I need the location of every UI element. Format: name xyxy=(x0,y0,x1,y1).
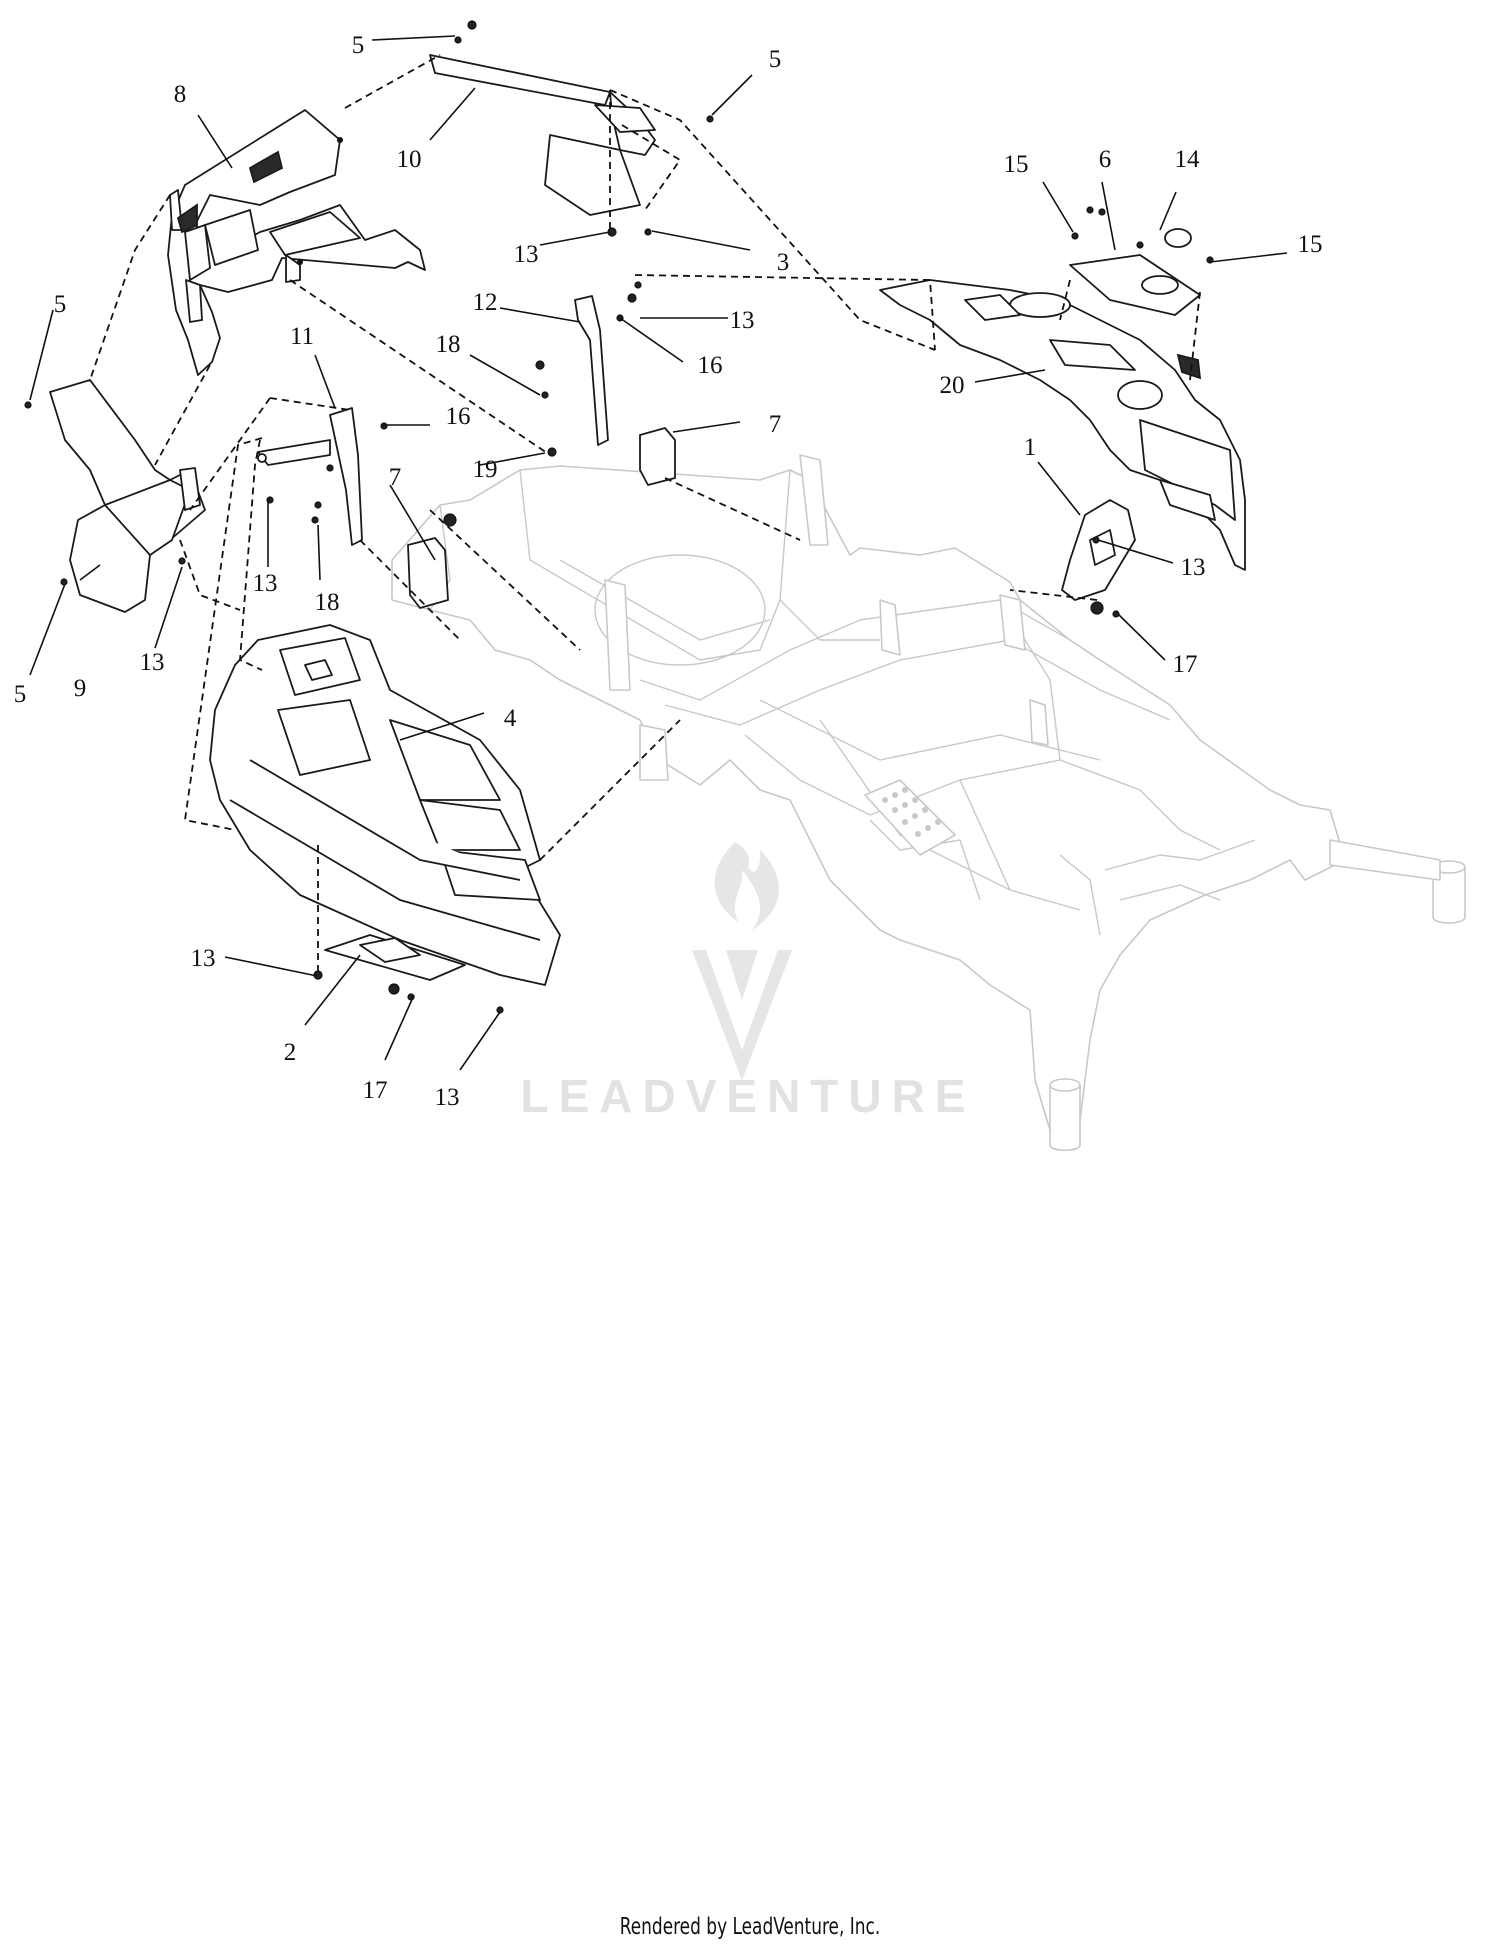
part-1-bracket xyxy=(1061,499,1136,601)
callout-1: 1 xyxy=(1024,434,1037,461)
callout-5: 5 xyxy=(352,32,365,59)
part-2-plate xyxy=(324,934,466,981)
part-11-bracket xyxy=(257,407,363,546)
callout-9: 9 xyxy=(74,675,87,702)
callout-4: 4 xyxy=(504,705,517,732)
callout-12: 12 xyxy=(473,289,498,316)
leadventure-watermark: LEADVENTURE xyxy=(520,842,975,1122)
fasteners xyxy=(24,20,1214,1014)
callout-8: 8 xyxy=(174,81,187,108)
part-12-bracket xyxy=(574,295,609,446)
watermark-text: LEADVENTURE xyxy=(520,1070,975,1122)
callout-13: 13 xyxy=(514,241,539,268)
part-4-left-console xyxy=(209,624,561,986)
callout-18: 18 xyxy=(315,589,340,616)
chassis-frame xyxy=(391,454,1466,1152)
callout-7: 7 xyxy=(389,464,402,491)
callout-5: 5 xyxy=(769,46,782,73)
callout-20: 20 xyxy=(940,372,965,399)
callout-13: 13 xyxy=(435,1084,460,1111)
callout-17: 17 xyxy=(363,1077,388,1104)
callout-6: 6 xyxy=(1099,146,1112,173)
callout-3: 3 xyxy=(777,249,790,276)
callout-17: 17 xyxy=(1173,651,1198,678)
callout-11: 11 xyxy=(290,323,314,350)
callout-13: 13 xyxy=(191,945,216,972)
callout-16: 16 xyxy=(446,403,471,430)
assembly-dashed-lines xyxy=(89,54,1201,975)
callout-13: 13 xyxy=(140,649,165,676)
callout-13: 13 xyxy=(1181,554,1206,581)
callout-16: 16 xyxy=(698,352,723,379)
part-20-right-console xyxy=(879,228,1246,571)
callout-5: 5 xyxy=(14,681,27,708)
callout-2: 2 xyxy=(284,1039,297,1066)
leader-lines xyxy=(29,35,1288,1071)
callout-18: 18 xyxy=(436,331,461,358)
part-9-left-panel xyxy=(49,379,206,613)
callout-15: 15 xyxy=(1004,151,1029,178)
part-8-upper-left-cover xyxy=(167,109,426,376)
callout-13: 13 xyxy=(253,570,278,597)
callout-labels: 5 5 5 5 8 10 13 13 13 13 13 13 13 3 12 1… xyxy=(14,32,1323,1111)
callout-5: 5 xyxy=(54,291,67,318)
part-10-top-bracket xyxy=(429,54,656,216)
footer-credit: Rendered by LeadVenture, Inc. xyxy=(619,1914,881,1940)
callout-13: 13 xyxy=(730,307,755,334)
callout-7: 7 xyxy=(769,411,782,438)
callout-19: 19 xyxy=(473,456,498,483)
part-7-brackets xyxy=(407,427,676,609)
callout-10: 10 xyxy=(397,146,422,173)
callout-15: 15 xyxy=(1298,231,1323,258)
callout-14: 14 xyxy=(1175,146,1201,173)
